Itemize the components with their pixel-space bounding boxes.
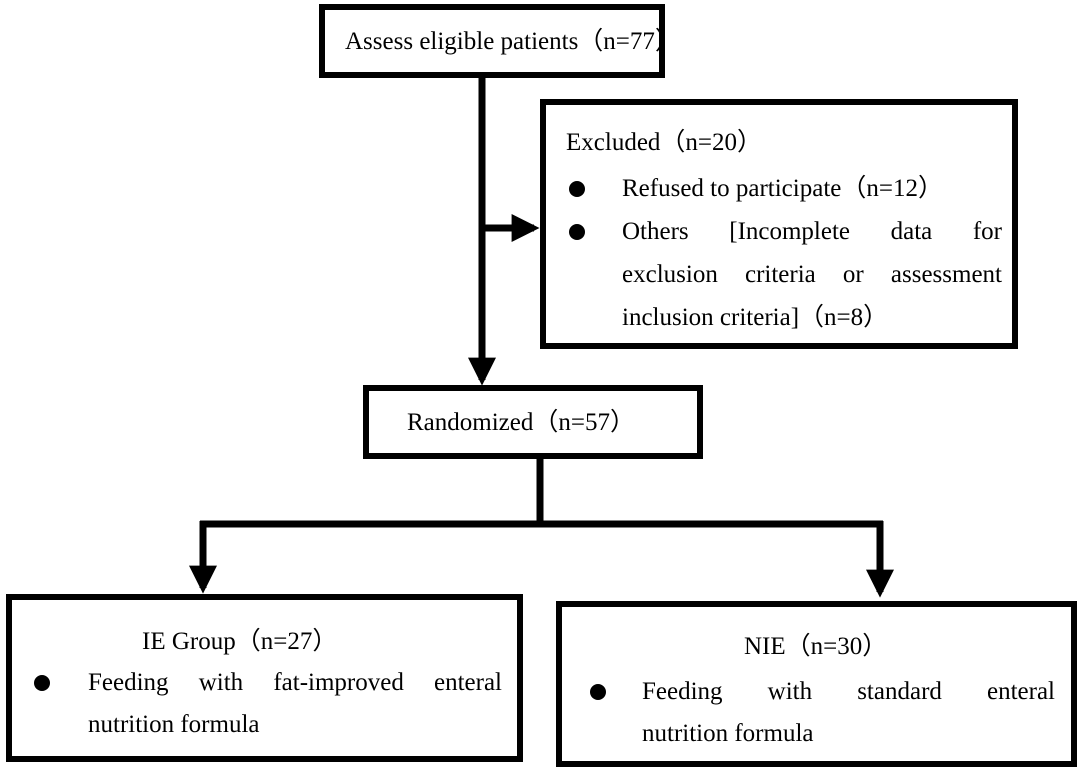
excluded-label: Excluded（n=20） (566, 129, 763, 156)
ie-group-label: IE Group（n=27） (142, 628, 338, 655)
excluded-box: Excluded（n=20） Refused to participate（n=… (540, 99, 1018, 349)
ie-group-box: IE Group（n=27） Feeding with fat-improved… (6, 594, 523, 762)
assess-box: Assess eligible patients（n=77） (319, 4, 680, 78)
bullet-icon (569, 224, 585, 240)
ie-group-item-line-2: nutrition formula (88, 711, 260, 738)
excluded-item-others-line-1: Others [Incomplete data for (622, 218, 1002, 245)
excluded-item-refused: Refused to participate（n=12） (622, 175, 943, 202)
nie-group-label: NIE（n=30） (744, 633, 888, 660)
ie-group-item-line-1: Feeding with fat-improved enteral (88, 669, 502, 696)
randomized-label: Randomized（n=57） (407, 409, 635, 436)
nie-group-box: NIE（n=30） Feeding with standard enteral … (556, 601, 1077, 767)
excluded-item-others-line-2: exclusion criteria or assessment (622, 261, 1002, 288)
nie-group-item-line-1: Feeding with standard enteral (642, 678, 1055, 705)
bullet-icon (569, 181, 585, 197)
excluded-item-others-line-3: inclusion criteria]（n=8） (622, 304, 889, 331)
bullet-icon (34, 675, 50, 691)
bullet-icon (590, 684, 606, 700)
assess-label: Assess eligible patients（n=77） (345, 28, 680, 55)
nie-group-item-line-2: nutrition formula (642, 720, 814, 747)
randomized-box: Randomized（n=57） (363, 385, 703, 459)
